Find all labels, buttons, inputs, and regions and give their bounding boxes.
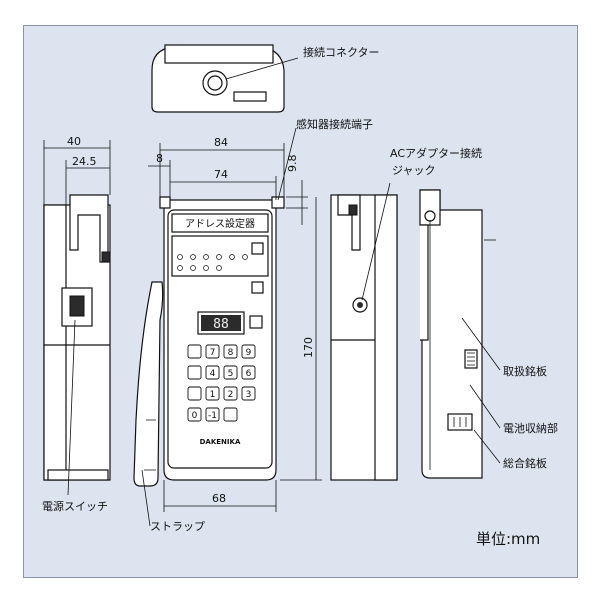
rating-plate-label: 総合銘板 xyxy=(503,456,547,470)
key-0-label: 0 xyxy=(192,411,198,421)
callouts: 感知器接続端子 ACアダプター接続 ジャック 取扱銘板 電池収納部 総合銘板 電… xyxy=(42,117,558,548)
strap-label: ストラップ xyxy=(150,520,205,533)
battery-label: 電池収納部 xyxy=(503,421,558,435)
dim-74: 74 xyxy=(214,168,228,181)
dim-24-5: 24.5 xyxy=(72,155,97,168)
left-side-view xyxy=(43,194,111,481)
key-9-label: 9 xyxy=(246,348,252,358)
dim-170: 170 xyxy=(302,337,315,358)
power-switch xyxy=(61,287,93,327)
key-7 xyxy=(205,344,220,359)
key-minus1-label: -1 xyxy=(208,411,217,421)
handling-plate-label: 取扱銘板 xyxy=(503,364,547,378)
handling-plate xyxy=(464,349,478,369)
key-6 xyxy=(241,365,256,380)
brand-logo: DAKENIKA xyxy=(200,438,241,446)
key-6-label: 6 xyxy=(246,369,252,379)
right-side-view xyxy=(330,182,398,481)
front-view: アドレス設定器 88 xyxy=(159,196,285,481)
key-3-label: 3 xyxy=(246,390,252,400)
key-1 xyxy=(205,386,220,401)
key-0 xyxy=(187,407,202,422)
sensor-terminal-label: 感知器接続端子 xyxy=(296,117,373,131)
dim-8: 8 xyxy=(156,152,163,165)
dim-84: 84 xyxy=(214,136,228,149)
top-view: 接続コネクター xyxy=(151,44,380,113)
dim-9-8: 9.8 xyxy=(286,155,299,173)
device-title: アドレス設定器 xyxy=(185,217,255,230)
connector-label: 接続コネクター xyxy=(303,45,380,59)
ac-jack-label-line2: ジャック xyxy=(392,164,435,177)
key-2 xyxy=(223,386,238,401)
indicator-panel xyxy=(171,235,269,294)
key-4-label: 4 xyxy=(210,369,216,379)
diagram-frame xyxy=(23,25,578,578)
back-view xyxy=(419,189,496,479)
key-blank xyxy=(223,407,238,422)
key-5 xyxy=(223,365,238,380)
key-9 xyxy=(241,344,256,359)
key-7-label: 7 xyxy=(210,348,216,358)
key-4 xyxy=(205,365,220,380)
key-minus1 xyxy=(205,407,220,422)
power-switch-label: 電源スイッチ xyxy=(42,499,108,513)
segment-display: 88 xyxy=(213,317,229,332)
dimension-lines: 40 24.5 84 8 74 9.8 170 68 xyxy=(43,135,322,512)
key-8-label: 8 xyxy=(228,348,234,358)
key-2-label: 2 xyxy=(228,390,234,400)
key-1-label: 1 xyxy=(210,390,216,400)
key-5-label: 5 xyxy=(228,369,234,379)
ac-jack-label-line1: ACアダプター接続 xyxy=(390,146,482,160)
strap xyxy=(133,281,164,487)
key-8 xyxy=(223,344,238,359)
keypad: 7 8 9 4 5 6 1 2 3 0 -1 xyxy=(187,344,256,422)
unit-label: 単位:mm xyxy=(476,530,540,548)
dim-40: 40 xyxy=(67,135,81,148)
key-3 xyxy=(241,386,256,401)
dim-68: 68 xyxy=(212,492,226,505)
